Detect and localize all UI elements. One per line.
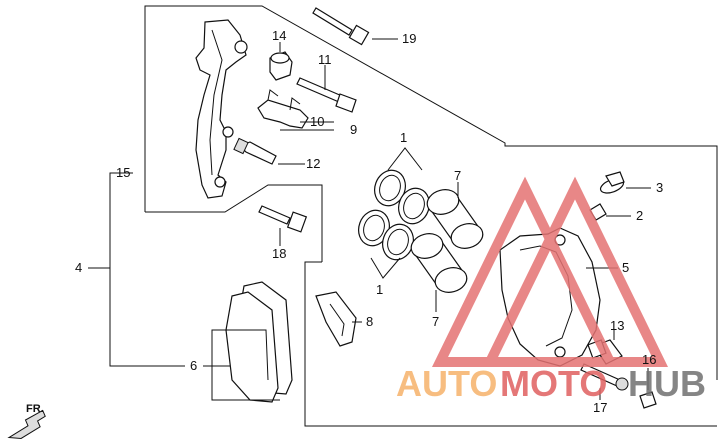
watermark-part-1: AUTO bbox=[396, 363, 497, 404]
callout-7-top: 7 bbox=[454, 168, 461, 183]
clip-10 bbox=[257, 89, 334, 131]
callout-18: 18 bbox=[272, 246, 286, 261]
bolt-12 bbox=[233, 137, 305, 165]
piston-seals bbox=[358, 147, 430, 279]
callout-16: 16 bbox=[642, 352, 656, 367]
callout-11: 11 bbox=[318, 52, 332, 67]
pad-spring-8 bbox=[315, 291, 362, 347]
callout-13: 13 bbox=[610, 318, 624, 333]
callout-1-bottom: 1 bbox=[376, 282, 383, 297]
callout-3: 3 bbox=[656, 180, 663, 195]
brake-pads bbox=[211, 281, 293, 403]
callout-19: 19 bbox=[402, 31, 416, 46]
bolt-18 bbox=[258, 205, 308, 246]
callout-6: 6 bbox=[190, 358, 197, 373]
callout-4: 4 bbox=[75, 260, 82, 275]
caliper-bracket bbox=[195, 19, 248, 199]
frame-outline bbox=[88, 5, 718, 427]
callout-8: 8 bbox=[366, 314, 373, 329]
callout-17: 17 bbox=[593, 400, 607, 415]
pin-11 bbox=[296, 65, 357, 113]
callout-12: 12 bbox=[306, 156, 320, 171]
callout-9: 9 bbox=[350, 122, 357, 137]
callout-15: 15 bbox=[116, 165, 130, 180]
nut-14 bbox=[269, 42, 293, 81]
direction-label: FR. bbox=[26, 403, 44, 415]
watermark-part-2: MOTO bbox=[500, 363, 607, 404]
callout-10: 10 bbox=[310, 114, 324, 129]
front-direction-arrow: FR. bbox=[7, 403, 46, 439]
bleeder-parts bbox=[589, 171, 651, 221]
bolt-19 bbox=[312, 7, 398, 46]
watermark-part-3: HUB bbox=[628, 363, 706, 404]
callout-5: 5 bbox=[622, 260, 629, 275]
pistons bbox=[410, 182, 484, 312]
callout-labels: 1 1 2 3 4 5 6 7 7 8 9 10 11 12 13 14 15 … bbox=[75, 28, 663, 415]
watermark: AUTO MOTO HUB bbox=[396, 176, 706, 404]
callout-7-bottom: 7 bbox=[432, 314, 439, 329]
callout-14: 14 bbox=[272, 28, 286, 43]
callout-1-top: 1 bbox=[400, 130, 407, 145]
callout-2: 2 bbox=[636, 208, 643, 223]
